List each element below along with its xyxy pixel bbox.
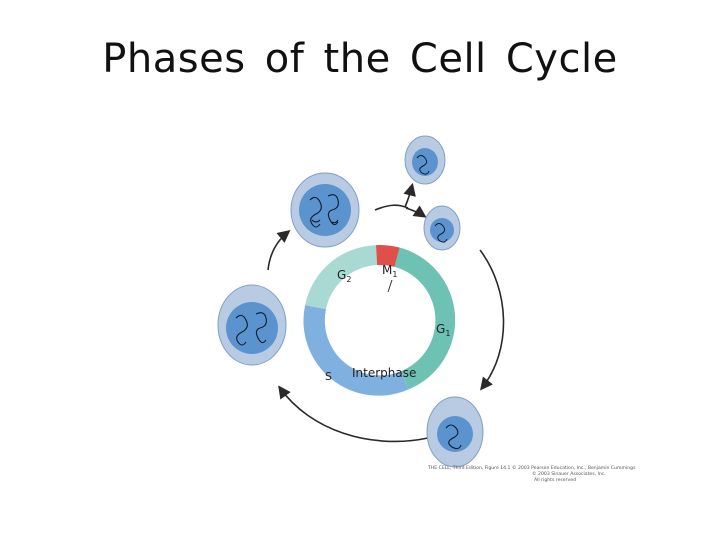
slide-title: Phases of the Cell Cycle <box>102 36 618 82</box>
cell-cycle-diagram: M1 G2 G1 S Interphase <box>200 120 620 490</box>
m-segment <box>376 244 400 267</box>
s-cell <box>217 284 287 366</box>
daughter-cell-right <box>423 205 461 251</box>
phase-label-interphase: Interphase <box>352 366 416 380</box>
g1-segment <box>393 247 456 390</box>
g1-cell <box>426 396 484 468</box>
arrow-bottom-to-left <box>278 385 429 443</box>
arrow-left-to-top <box>267 230 291 271</box>
arrow-division <box>374 204 409 211</box>
phase-ring <box>303 244 456 396</box>
arrow-division-up <box>403 182 416 208</box>
phase-label-g1: G1 <box>436 322 450 338</box>
s-segment <box>303 305 409 396</box>
caption-line-1: THE CELL, Third Edition, Figure 14.1 © 2… <box>428 466 636 471</box>
phase-label-g2: G2 <box>337 268 351 284</box>
caption-line-3: All rights reserved <box>534 478 576 483</box>
g2-segment <box>305 245 378 310</box>
figure-caption: THE CELL, Third Edition, Figure 14.1 © 2… <box>428 466 636 483</box>
g2-cell <box>290 172 360 248</box>
arrow-g1-to-bottom <box>479 249 505 391</box>
ring-tick <box>387 279 393 293</box>
phase-label-m: M1 <box>382 263 397 279</box>
caption-line-2: © 2003 Sinauer Associates, Inc. <box>532 472 606 477</box>
arrow-division-down <box>405 205 427 218</box>
daughter-cell-top <box>404 135 446 185</box>
phase-label-s: S <box>325 370 332 383</box>
